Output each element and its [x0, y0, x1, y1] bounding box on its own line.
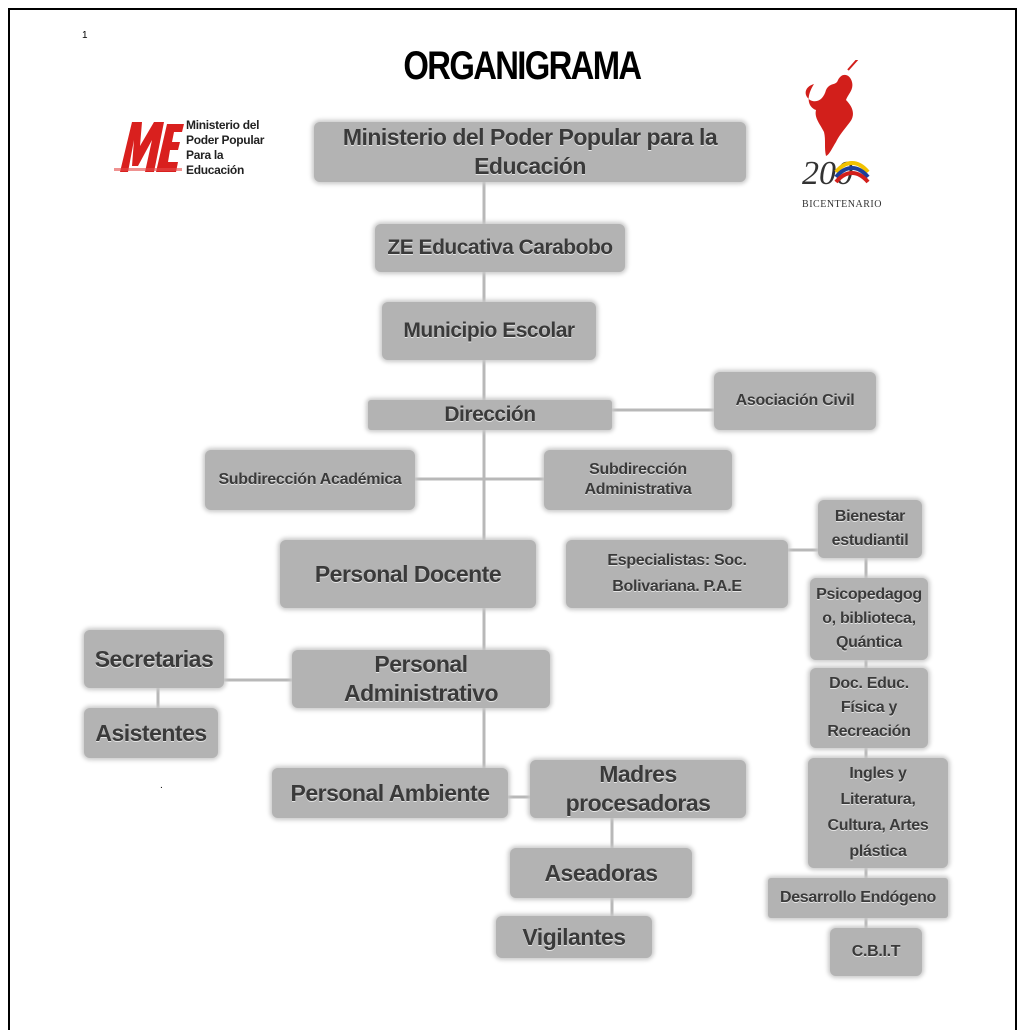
- node-especialistas: Especialistas: Soc.Bolivariana. P.A.E: [566, 540, 788, 608]
- node-personal-docente: Personal Docente: [280, 540, 536, 608]
- node-direccion: Dirección: [368, 400, 612, 430]
- node-ze-educativa: ZE Educativa Carabobo: [375, 224, 625, 272]
- page-title: ORGANIGRAMA: [403, 44, 642, 88]
- bicentenario-label: BICENTENARIO: [802, 199, 882, 210]
- node-aseadoras: Aseadoras: [510, 848, 692, 898]
- node-madres-procesadoras: Madres procesadoras: [530, 760, 746, 818]
- node-desarrollo-endogeno: Desarrollo Endógeno: [768, 878, 948, 918]
- node-vigilantes: Vigilantes: [496, 916, 652, 958]
- node-municipio: Municipio Escolar: [382, 302, 596, 360]
- node-personal-ambiente: Personal Ambiente: [272, 768, 508, 818]
- bicentenario-logo: 200 BICENTENARIO: [796, 51, 888, 210]
- ministry-logo-text: Ministerio del Poder Popular Para la Edu…: [186, 118, 265, 177]
- me-logo-mark: [114, 122, 184, 172]
- node-ministerio: Ministerio del Poder Popular para la Edu…: [314, 122, 746, 182]
- bicentenario-emblem: 200: [802, 51, 870, 192]
- ministry-logo: Ministerio del Poder Popular Para la Edu…: [112, 112, 282, 178]
- node-personal-administrativo: Personal Administrativo: [292, 650, 550, 708]
- node-asistentes: Asistentes: [84, 708, 218, 758]
- node-secretarias: Secretarias: [84, 630, 224, 688]
- corner-mark: 1: [82, 30, 88, 41]
- stray-dot: .: [160, 780, 163, 791]
- node-asociacion-civil: Asociación Civil: [714, 372, 876, 430]
- page-frame: [8, 8, 1017, 1030]
- node-subdireccion-academica: Subdirección Académica: [205, 450, 415, 510]
- node-cbit: C.B.I.T: [830, 928, 922, 976]
